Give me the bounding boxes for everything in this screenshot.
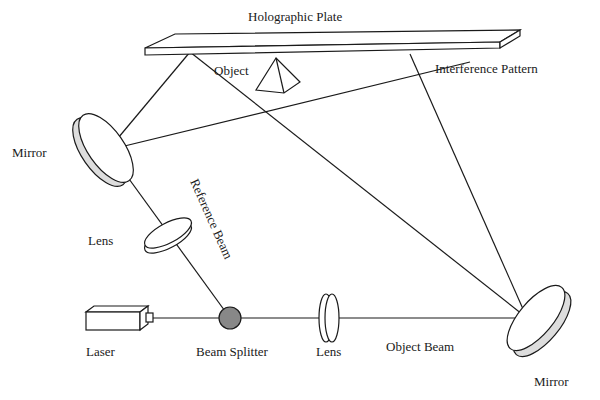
interference-label: Interference Pattern	[435, 62, 538, 76]
beam-label: Reference Beam	[187, 177, 235, 262]
laser	[86, 306, 153, 330]
mirror-label: Mirror	[12, 146, 47, 160]
plate-label: Holographic Plate	[248, 10, 342, 24]
object-lens	[319, 294, 339, 342]
mirror-label: Mirror	[534, 375, 569, 389]
lens-label: Lens	[88, 234, 113, 248]
holographic-plate	[145, 30, 520, 55]
left-mirror	[62, 105, 143, 195]
laser-label: Laser	[86, 345, 115, 359]
object-pyramid	[256, 58, 300, 93]
beam-label: Object Beam	[386, 340, 454, 354]
light-beams	[108, 52, 527, 318]
splitter-label: Beam Splitter	[196, 345, 268, 359]
object-label: Object	[214, 64, 249, 78]
lens-label: Lens	[316, 345, 341, 359]
reference-lens	[140, 212, 195, 259]
beam-splitter	[219, 307, 241, 329]
right-mirror	[497, 276, 580, 365]
